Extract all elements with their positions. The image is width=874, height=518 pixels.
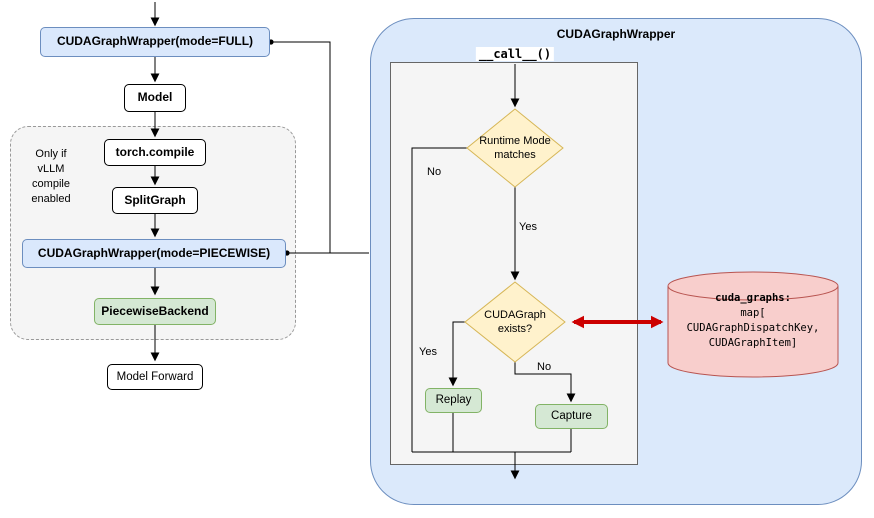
diamond-runtime-label: Runtime Mode matches (467, 134, 563, 162)
node-torch-compile: torch.compile (104, 139, 206, 166)
arrow-exists-no-to-capture (514, 362, 576, 403)
diamond-runtime-line: matches (494, 149, 536, 161)
connector-runtime-no-bypass (411, 147, 467, 452)
node-wrapper-piecewise: CUDAGraphWrapper(mode=PIECEWISE) (22, 239, 286, 268)
cuda-graphs-store-label: cuda_graphs: map[ CUDAGraphDispatchKey, … (668, 291, 838, 351)
diamond-exists-line: exists? (497, 323, 533, 335)
node-wrapper-full: CUDAGraphWrapper(mode=FULL) (40, 27, 270, 57)
call-entry-label: __call__() (475, 47, 555, 61)
edge-label-exists-no: No (537, 361, 552, 373)
compile-only-note: Only if vLLM compile enabled (14, 147, 88, 207)
node-model-forward: Model Forward (107, 364, 203, 390)
note-line: vLLM (37, 163, 65, 175)
diamond-exists-line: CUDAGraph (484, 309, 546, 321)
note-line: compile (32, 178, 70, 190)
edge-label-exists-yes: Yes (419, 346, 437, 358)
node-replay: Replay (425, 388, 482, 413)
diamond-runtime-line: Runtime Mode (479, 135, 551, 147)
diamond-runtime-shape (466, 108, 564, 188)
edge-label-runtime-yes: Yes (519, 221, 537, 233)
node-model: Model (124, 84, 186, 112)
panel-title: CUDAGraphWrapper (556, 27, 676, 41)
store-line: cuda_graphs: (715, 292, 791, 304)
diamond-exists-shape (464, 281, 566, 363)
note-line: enabled (31, 193, 71, 205)
node-split-graph: SplitGraph (112, 187, 198, 214)
node-piecewise-backend: PiecewiseBackend (94, 298, 216, 325)
diamond-exists-label: CUDAGraph exists? (465, 308, 565, 336)
connector-full-to-junction (271, 41, 331, 253)
store-line: CUDAGraphDispatchKey, (686, 322, 820, 334)
store-line: map[ (740, 307, 766, 319)
note-line: Only if (35, 148, 67, 160)
edge-label-runtime-no: No (427, 166, 442, 178)
cylinder-rim (667, 285, 839, 301)
arrow-exists-yes-to-replay (448, 321, 465, 387)
node-capture: Capture (535, 404, 608, 429)
store-line: CUDAGraphItem] (708, 337, 798, 349)
